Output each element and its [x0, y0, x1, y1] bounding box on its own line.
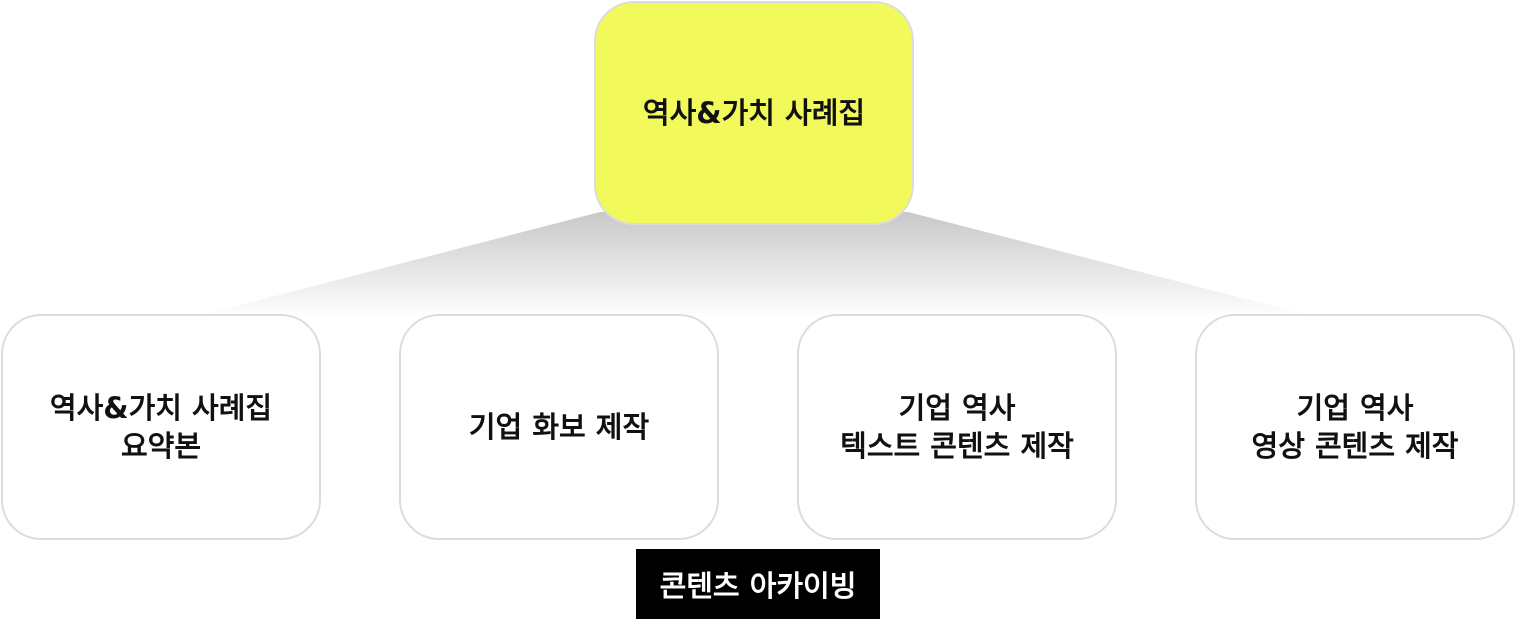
connector-shape	[190, 212, 1320, 318]
root-node: 역사&가치 사례집	[594, 1, 914, 225]
child-node-summary: 역사&가치 사례집 요약본	[1, 314, 321, 540]
child-node-video-content: 기업 역사 영상 콘텐츠 제작	[1195, 314, 1515, 540]
archive-label: 콘텐츠 아카이빙	[636, 549, 880, 619]
child-node-photobook: 기업 화보 제작	[399, 314, 719, 540]
child-node-text-content: 기업 역사 텍스트 콘텐츠 제작	[797, 314, 1117, 540]
